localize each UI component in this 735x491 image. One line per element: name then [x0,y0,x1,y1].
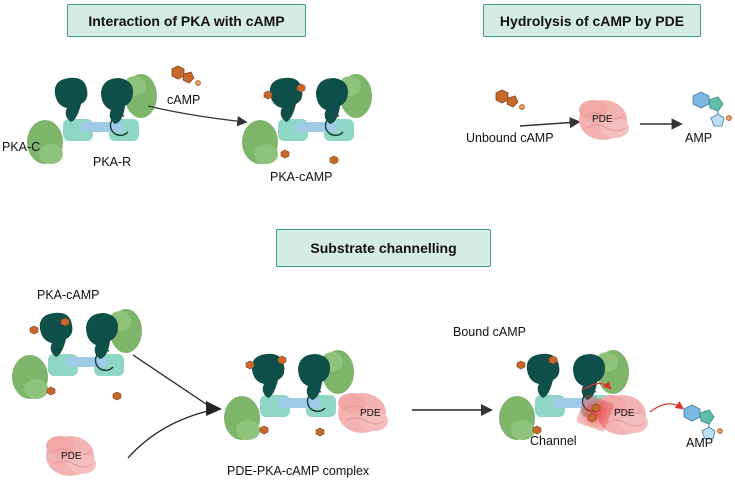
pde-left-label: PDE [61,451,82,462]
camp-bound-icon [60,317,70,327]
pka-camp-panel-title: Interaction of PKA with cAMP [67,4,306,37]
amp-bottom-label: AMP [686,436,714,450]
pka-camp-left-label: PKA-cAMP [37,288,100,302]
camp-in-channel-icon [591,403,601,413]
camp-molecule-icon [171,65,201,86]
camp-bound-icon [296,83,306,93]
to-pde-arrow [519,116,581,129]
camp-bound-icon [245,360,255,370]
camp-bound-icon [263,90,273,100]
unbound-camp-label: Unbound cAMP [466,131,554,145]
unbound-camp-icon [495,89,525,110]
bound-camp-label: Bound cAMP [453,325,526,339]
channel-pde-label: PDE [614,408,635,419]
substrate-channelling-panel-title: Substrate channelling [276,229,491,267]
camp-bound-icon [548,355,558,365]
pka-camp-bottom-left [11,308,143,400]
binding-arrow [147,105,248,127]
merge-arrowhead [206,401,222,416]
merge-arrow-upper [132,354,213,409]
channel-highlight [576,394,614,432]
camp-in-channel-icon [587,413,597,423]
amp-top-label: AMP [685,131,713,145]
camp-bound-icon [315,427,325,437]
camp-bound-icon [46,386,56,396]
complex-pde-label: PDE [360,408,381,419]
pde-pka-camp-complex [223,349,355,441]
camp-bound-icon [516,360,526,370]
camp-bound-icon [112,391,122,401]
camp-bound-icon [532,425,542,435]
camp-bound-icon [277,355,287,365]
camp-bound-icon [259,425,269,435]
camp-label: cAMP [167,93,201,107]
camp-bound-icon [280,149,290,159]
pka-holoenzyme-unbound [26,73,158,165]
channel-label: Channel [530,434,577,448]
merge-arrow-lower [127,409,213,459]
pka-c-label: PKA-C [2,140,41,154]
pde-hydrolysis-panel-title: Hydrolysis of cAMP by PDE [483,4,701,37]
channel-red-arrow [582,380,612,391]
complex-label: PDE-PKA-cAMP complex [227,464,370,478]
pka-r-label: PKA-R [93,155,132,169]
camp-bound-icon [329,155,339,165]
release-red-arrow [649,401,684,413]
amp-product-icon [683,404,723,440]
pka-camp-bound-top [241,73,373,165]
pka-camp-top-label: PKA-cAMP [270,170,333,184]
amp-molecule-icon [692,91,732,127]
pde-top-label: PDE [592,114,613,125]
camp-bound-icon [29,325,39,335]
